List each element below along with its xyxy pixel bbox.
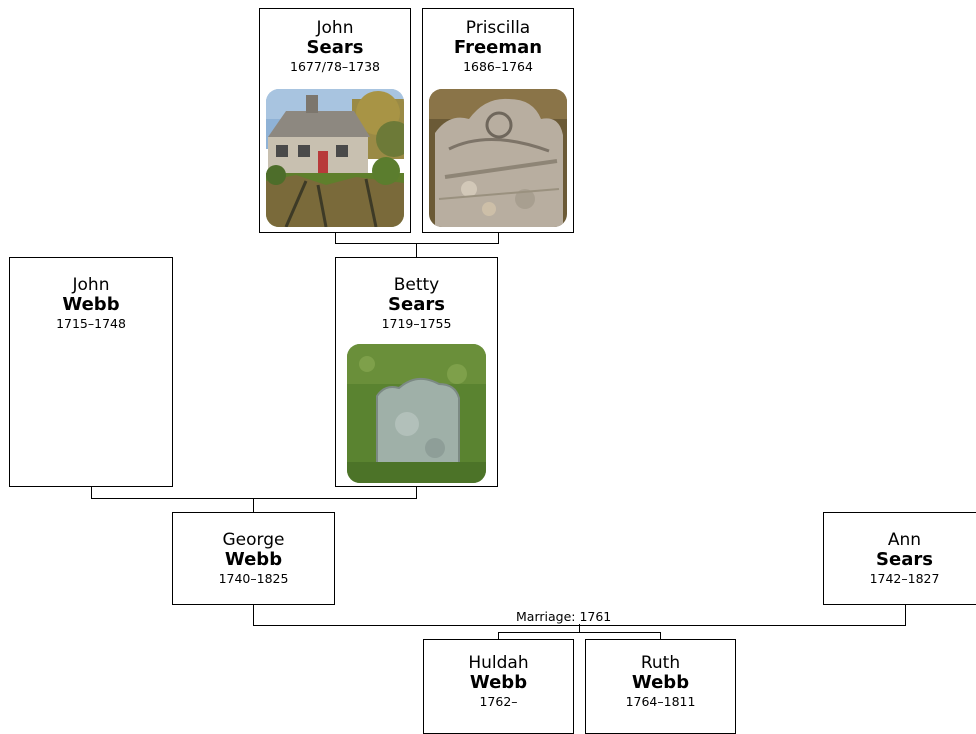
connector-webb-sears-bar	[91, 498, 417, 499]
surname: Sears	[388, 294, 445, 315]
house-photo[interactable]	[266, 89, 404, 227]
connector-to-huldah	[498, 632, 499, 640]
person-card-betty-sears[interactable]: Betty Sears 1719–1755	[335, 257, 498, 487]
given-name: Huldah	[468, 653, 529, 673]
person-card-ann-sears[interactable]: Ann Sears 1742–1827	[823, 512, 976, 605]
life-dates: 1762–	[479, 694, 518, 709]
life-dates: 1740–1825	[218, 571, 289, 586]
life-dates: 1742–1827	[869, 571, 940, 586]
person-card-ruth-webb[interactable]: Ruth Webb 1764–1811	[585, 639, 736, 734]
given-name: Betty	[393, 275, 440, 295]
gravestone-photo[interactable]	[347, 344, 486, 483]
given-name: Ann	[887, 530, 922, 550]
surname: Webb	[631, 672, 690, 693]
person-card-george-webb[interactable]: George Webb 1740–1825	[172, 512, 335, 605]
connector-sears-freeman-bar	[335, 243, 499, 244]
person-card-john-webb[interactable]: John Webb 1715–1748	[9, 257, 173, 487]
connector-webb-sears-drop-left	[91, 486, 92, 499]
connector-sears-freeman-drop-right	[498, 232, 499, 244]
life-dates: 1764–1811	[625, 694, 696, 709]
connector-children-bar	[498, 632, 661, 633]
person-card-huldah-webb[interactable]: Huldah Webb 1762–	[423, 639, 574, 734]
connector-marriage-drop-right	[905, 604, 906, 626]
marriage-label: Marriage: 1761	[515, 609, 613, 624]
person-card-john-sears[interactable]: John Sears 1677/78–1738	[259, 8, 411, 233]
connector-to-ruth	[660, 632, 661, 640]
life-dates: 1715–1748	[56, 316, 126, 331]
surname: Webb	[469, 672, 528, 693]
life-dates: 1677/78–1738	[290, 59, 380, 74]
given-name: John	[316, 18, 354, 38]
life-dates: 1686–1764	[463, 59, 533, 74]
life-dates: 1719–1755	[381, 316, 452, 331]
surname: Webb	[224, 549, 283, 570]
given-name: Priscilla	[465, 18, 531, 38]
person-card-priscilla-freeman[interactable]: Priscilla Freeman 1686–1764	[422, 8, 574, 233]
connector-marriage-drop-left	[253, 604, 254, 626]
connector-webb-sears-drop-right	[416, 486, 417, 499]
connector-sears-freeman-drop-left	[335, 232, 336, 244]
given-name: George	[222, 530, 285, 550]
connector-marriage-stem	[579, 622, 580, 633]
surname: Webb	[62, 294, 120, 315]
connector-to-george	[253, 498, 254, 513]
surname: Freeman	[453, 37, 543, 58]
gravestone-photo[interactable]	[429, 89, 567, 227]
surname: Sears	[876, 549, 933, 570]
given-name: John	[72, 275, 110, 295]
surname: Sears	[306, 37, 364, 58]
connector-to-betty	[416, 243, 417, 258]
given-name: Ruth	[640, 653, 681, 673]
